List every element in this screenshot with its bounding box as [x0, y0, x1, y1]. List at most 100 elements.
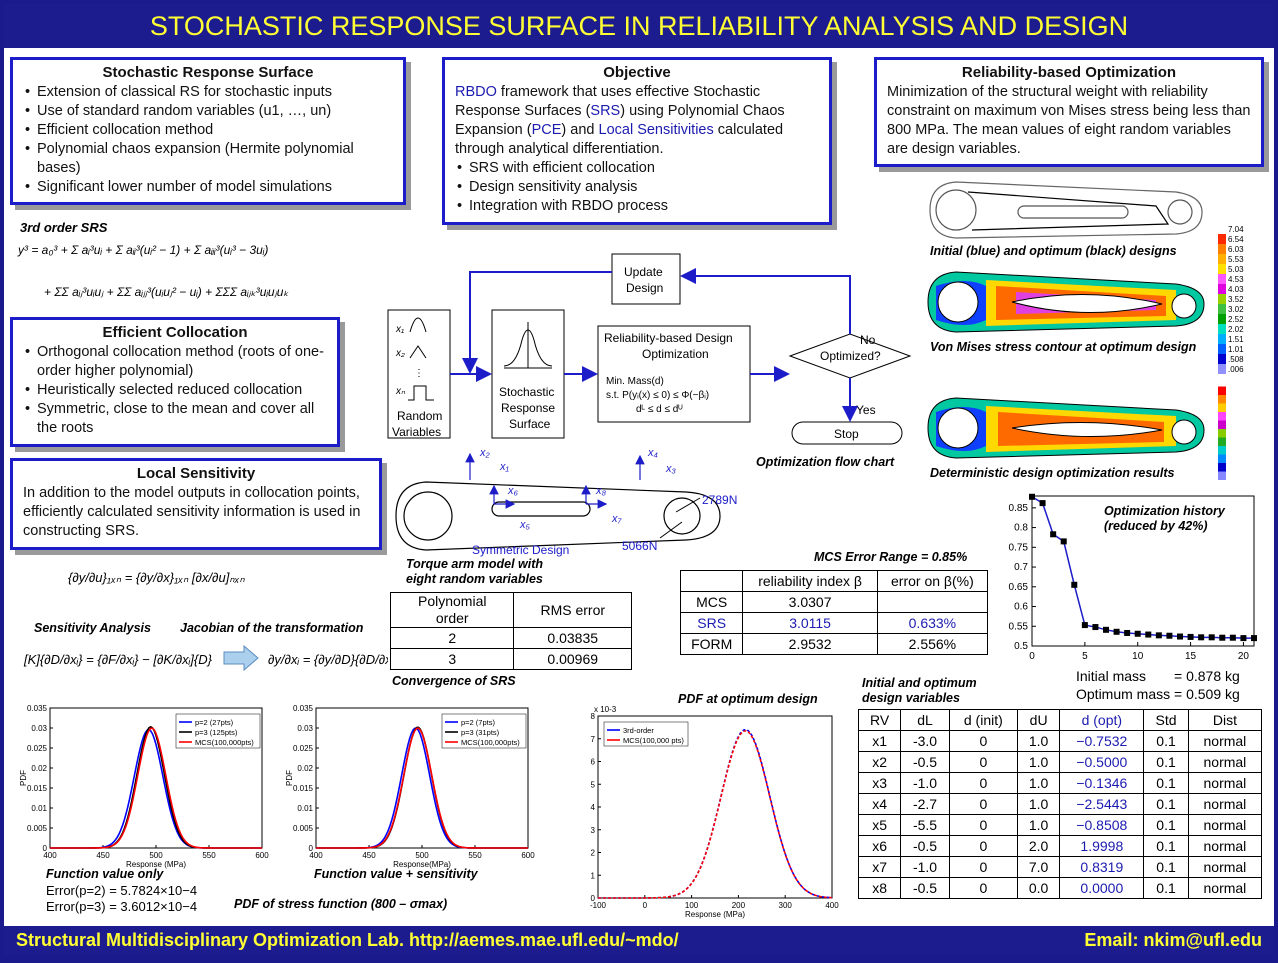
- history-point: [1029, 493, 1035, 500]
- footer: Structural Multidisciplinary Optimizatio…: [4, 926, 1274, 955]
- legend-label: p=3 (125pts): [195, 728, 238, 737]
- x-tick-label: -100: [590, 901, 607, 910]
- colorbar-label: 7.04: [1228, 225, 1244, 234]
- list-item: Symmetric, close to the mean and cover a…: [25, 400, 327, 438]
- colorbar-swatch: [1218, 234, 1226, 244]
- table-cell: 0.633%: [876, 612, 989, 634]
- objective-text-part: ) and: [561, 122, 599, 138]
- y-tick-label: 7: [591, 735, 596, 744]
- x-tick-label: 200: [732, 901, 746, 910]
- table-header: d (init): [948, 709, 1018, 731]
- poster: STOCHASTIC RESPONSE SURFACE IN RELIABILI…: [4, 4, 1274, 955]
- y-tick-label: 0: [43, 844, 48, 853]
- colorbar-swatch: [1218, 324, 1226, 334]
- table-cell: normal: [1187, 730, 1263, 752]
- table-cell: −0.8508: [1059, 814, 1145, 836]
- table-cell: 3.0115: [742, 612, 878, 634]
- x-tick-label: 600: [255, 851, 269, 860]
- legend-label: MCS(100,000 pts): [623, 736, 684, 745]
- x-tick-label: 450: [96, 851, 110, 860]
- table-cell: −0.5000: [1059, 751, 1145, 773]
- colorbar-swatch-2: [1218, 463, 1226, 472]
- lab-link[interactable]: Structural Multidisciplinary Optimizatio…: [16, 930, 679, 950]
- colorbar-label: 4.03: [1228, 285, 1244, 294]
- table-cell: normal: [1187, 814, 1263, 836]
- stress-colorbar: 7.046.546.035.535.034.534.033.523.022.52…: [1218, 224, 1244, 480]
- list-item: Heuristically selected reduced collocati…: [25, 381, 327, 400]
- table-cell: 1.0: [1016, 730, 1061, 752]
- y-tick-label: 0.015: [293, 784, 314, 793]
- table-header: dU: [1016, 709, 1061, 731]
- table-cell: 1.9998: [1059, 835, 1145, 857]
- table-cell: 1.0: [1016, 772, 1061, 794]
- table-cell: 0: [948, 772, 1018, 794]
- history-point: [1166, 632, 1173, 639]
- sensitivity-text: In addition to the model outputs in coll…: [23, 485, 361, 539]
- x-tick-label: 0: [1029, 651, 1035, 662]
- table-header: RV: [857, 709, 902, 731]
- svg-text:x₆: x₆: [507, 485, 519, 497]
- legend-label: p=3 (31pts): [461, 728, 500, 737]
- table-cell: -0.5: [900, 751, 950, 773]
- rbo-title: Reliability-based Optimization: [961, 64, 1177, 81]
- legend-label: 3rd-order: [623, 726, 654, 735]
- table-cell: 0: [948, 751, 1018, 773]
- colorbar-label: 6.54: [1228, 235, 1244, 244]
- rbdo-term: RBDO: [455, 84, 497, 100]
- table-cell: 0.0: [1016, 877, 1061, 899]
- colorbar-swatch: [1218, 364, 1226, 374]
- x-tick-label: 550: [202, 851, 216, 860]
- objective-text-part: calculated: [713, 122, 784, 138]
- table-cell: -1.0: [900, 856, 950, 878]
- table-cell: 0: [948, 877, 1018, 899]
- x-tick-label: 600: [521, 851, 535, 860]
- legend-label: p=2 (7pts): [461, 718, 495, 727]
- table-cell: 2.9532: [742, 633, 878, 655]
- svg-text:x₇: x₇: [611, 513, 623, 525]
- colorbar-swatch: [1218, 334, 1226, 344]
- objective-text-part: through analytical differentiation.: [455, 141, 664, 157]
- history-point: [1198, 634, 1205, 641]
- table-cell: 1.0: [1016, 814, 1061, 836]
- x-tick-label: 20: [1238, 651, 1250, 662]
- y-tick-label: 0.01: [31, 804, 47, 813]
- table-cell: 0.0000: [1059, 877, 1145, 899]
- table-cell: MCS: [679, 591, 744, 613]
- y-tick-label: 0.8: [1014, 523, 1028, 534]
- email-link[interactable]: Email: nkim@ufl.edu: [1084, 930, 1262, 950]
- list-item: Efficient collocation method: [25, 121, 393, 140]
- svg-text:⋮: ⋮: [414, 368, 424, 379]
- table-cell: x4: [857, 793, 902, 815]
- table-cell: 0.1: [1143, 877, 1189, 899]
- table-cell: -0.5: [900, 877, 950, 899]
- srs3-formula: y³ = a₀³ + Σ aᵢ³uᵢ + Σ aᵢᵢ³(uᵢ² − 1) + Σ…: [17, 243, 289, 299]
- x-tick-label: 500: [149, 851, 163, 860]
- list-item: SRS with efficient collocation: [457, 159, 819, 178]
- x-tick-label: 300: [779, 901, 793, 910]
- deterministic-results: [927, 397, 1205, 459]
- table-cell: 0.8319: [1059, 856, 1145, 878]
- y-tick-label: 0.035: [27, 704, 48, 713]
- y-tick-label: 0.5: [1014, 641, 1028, 652]
- table-cell: −2.5443: [1059, 793, 1145, 815]
- colorbar-swatch-2: [1218, 395, 1226, 404]
- colorbar-swatch-2: [1218, 403, 1226, 412]
- table-cell: 0: [948, 835, 1018, 857]
- svg-text:x₃: x₃: [665, 463, 677, 475]
- x-axis-label: Response(MPa): [393, 860, 451, 869]
- table-header: Polynomial order: [389, 592, 515, 628]
- history-point: [1050, 531, 1057, 538]
- no-label: No: [860, 333, 876, 347]
- list-item: Orthogonal collocation method (roots of …: [25, 343, 327, 381]
